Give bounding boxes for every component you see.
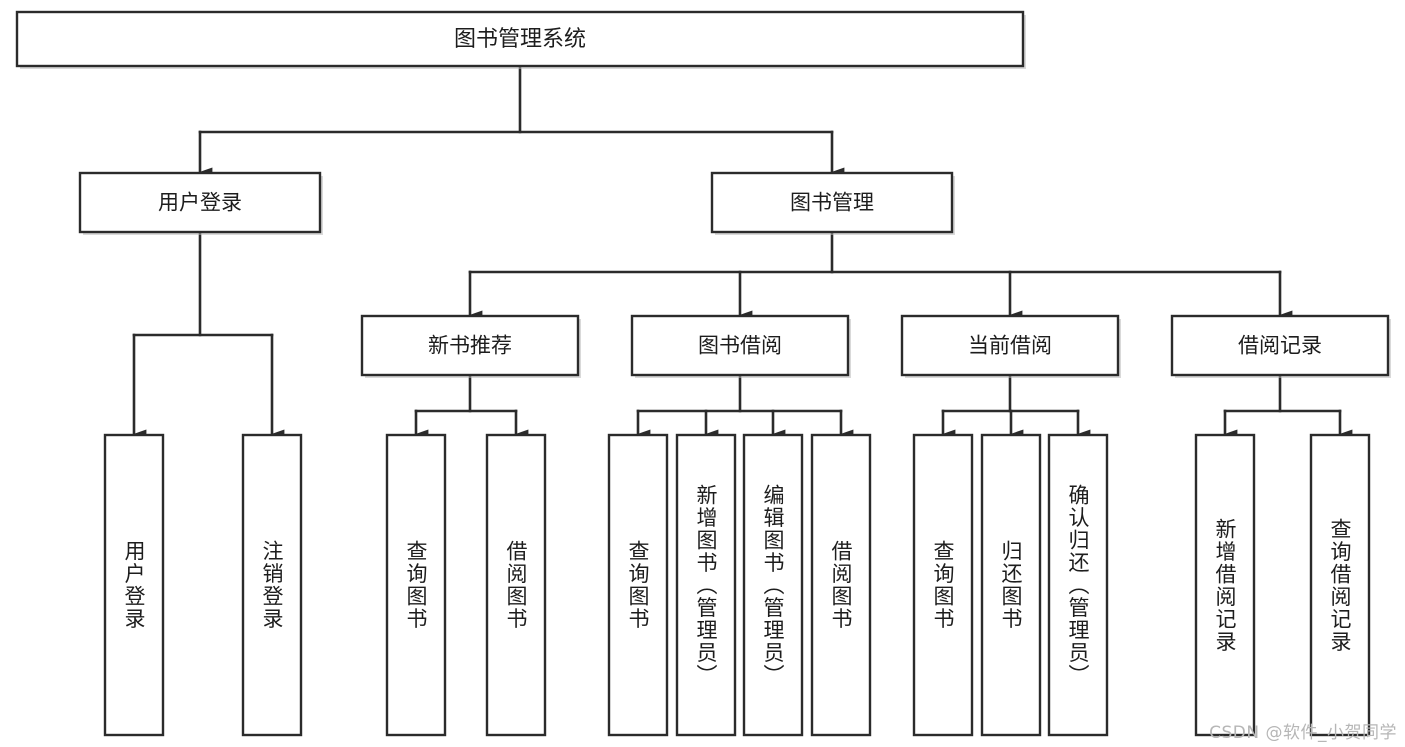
node-label-book-management: 图书管理 (790, 191, 874, 215)
watermark-text: CSDN @软件_小贺同学 (1209, 723, 1397, 743)
node-box-leaf-confirm-return-admin[interactable] (1047, 433, 1109, 737)
node-box-leaf-user-login[interactable] (103, 433, 165, 737)
node-box-leaf-query-book-current[interactable] (912, 433, 974, 737)
node-box-current-borrow[interactable] (900, 314, 1120, 377)
node-box-leaf-user-logout[interactable] (241, 433, 303, 737)
node-box-root[interactable] (15, 10, 1025, 68)
node-label-borrow-record: 借阅记录 (1238, 334, 1322, 358)
node-box-leaf-query-borrow-record[interactable] (1309, 433, 1371, 737)
connector-lines (132, 64, 1353, 439)
node-label-new-book-recommend: 新书推荐 (428, 334, 512, 358)
node-box-new-book-recommend[interactable] (360, 314, 580, 377)
node-box-borrow-record[interactable] (1170, 314, 1390, 377)
node-label-current-borrow: 当前借阅 (968, 334, 1052, 358)
node-box-user-login[interactable] (78, 171, 322, 234)
node-box-leaf-borrow-book[interactable] (810, 433, 872, 737)
node-box-leaf-add-borrow-record[interactable] (1194, 433, 1256, 737)
node-label-user-login: 用户登录 (158, 191, 242, 215)
node-label-root: 图书管理系统 (454, 27, 586, 52)
node-box-book-borrow[interactable] (630, 314, 850, 377)
node-boxes (15, 10, 1391, 737)
node-box-leaf-add-book-admin[interactable] (675, 433, 737, 737)
node-box-book-management[interactable] (710, 171, 954, 234)
node-box-leaf-query-book-recommend[interactable] (385, 433, 447, 737)
node-box-leaf-edit-book-admin[interactable] (742, 433, 804, 737)
node-box-leaf-return-book[interactable] (980, 433, 1042, 737)
node-box-leaf-borrow-book-recommend[interactable] (485, 433, 547, 737)
node-label-book-borrow: 图书借阅 (698, 334, 782, 358)
node-box-leaf-query-book-borrow[interactable] (607, 433, 669, 737)
